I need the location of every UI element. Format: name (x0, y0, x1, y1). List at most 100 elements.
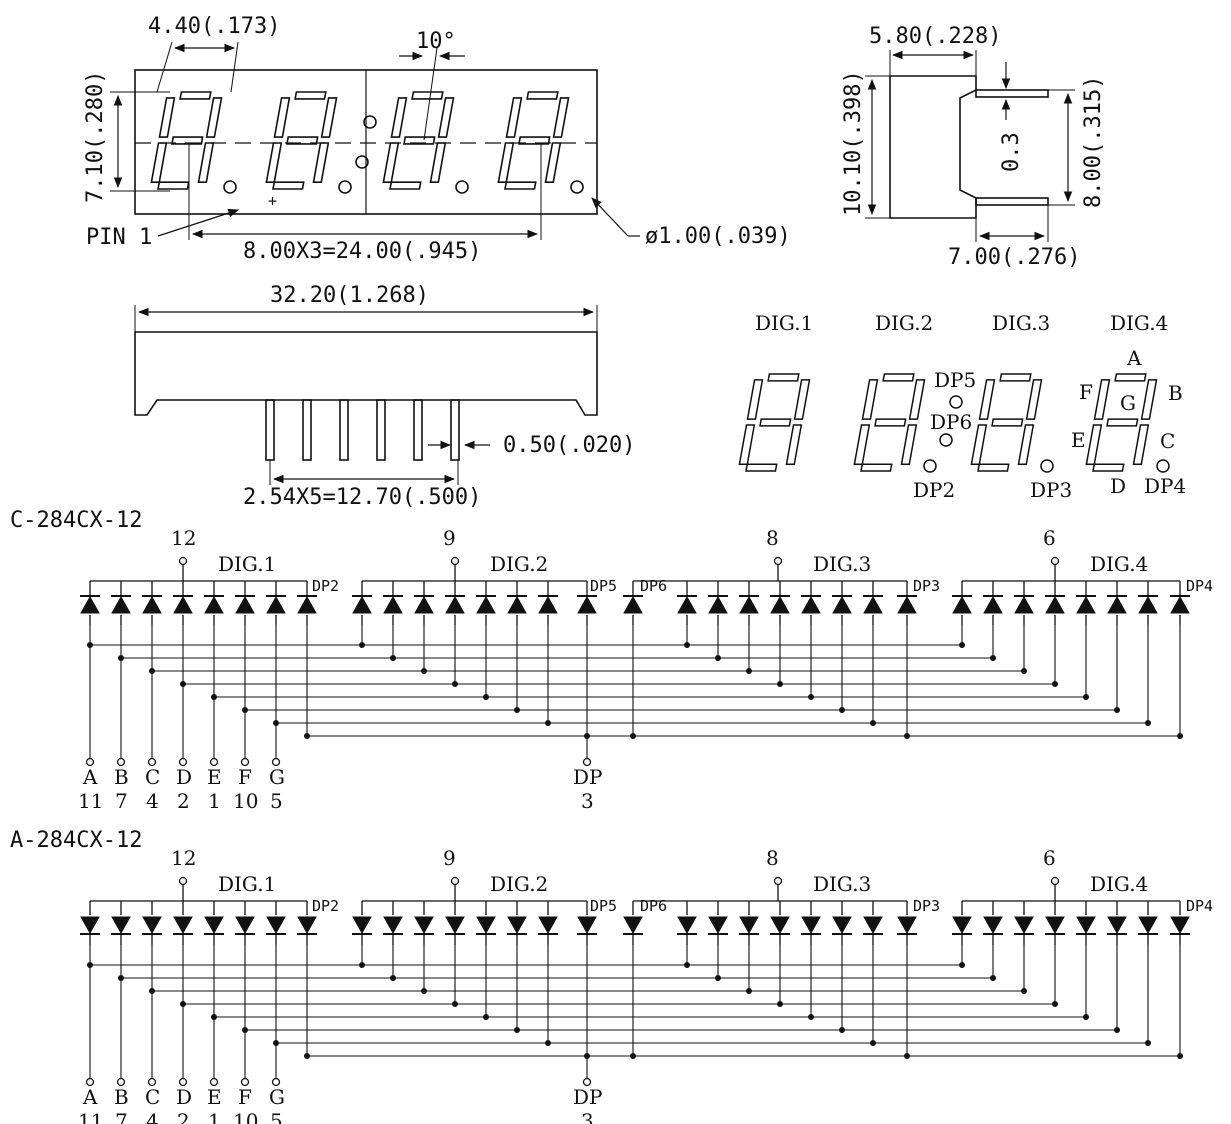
pin1-plus-mark: + (268, 192, 277, 210)
diode-symbol (173, 595, 193, 614)
dim-body-height: 8.00(.315) (1081, 76, 1106, 208)
diode-symbol (770, 595, 790, 614)
dim-height: 7.10(.280) (83, 71, 108, 203)
map-dot (1156, 459, 1170, 473)
diode-symbol (623, 595, 643, 614)
dot-label-dp5: DP5 (934, 368, 976, 392)
segment-pin-2: 2 (177, 789, 190, 813)
diode-dig1-seg-f (235, 581, 255, 625)
diode-dig4-seg-b (983, 581, 1003, 625)
segment-label-d: D (1110, 474, 1126, 498)
segment-b (205, 97, 223, 138)
diode-dig2-seg-c (414, 581, 434, 625)
bottom-pin (376, 399, 386, 461)
front-digit-4 (497, 91, 570, 190)
dim-pin-offset: 0.3 (999, 132, 1024, 172)
segment-c (1132, 424, 1150, 465)
segment-pin-4: 4 (146, 1109, 159, 1124)
dim-pin-length: 7.00(.276) (948, 245, 1080, 270)
segment-d (1092, 463, 1125, 472)
diode-dig3-seg-g (863, 581, 883, 625)
segment-pin-terminal (178, 757, 188, 767)
segment-e (970, 424, 988, 465)
bottom-view-pins (265, 399, 460, 461)
diode-symbol (577, 595, 597, 614)
segment-b (552, 97, 570, 138)
diode-dig2-seg-a (352, 901, 372, 945)
diode-dig1-seg-d (173, 581, 193, 625)
diode-symbol (445, 916, 465, 935)
segment-pin-4: 4 (146, 789, 159, 813)
diode-dig3-seg-d (770, 581, 790, 625)
map-digit-1 (738, 373, 811, 472)
diode-dig1-seg-g (266, 901, 286, 945)
diode-symbol (1138, 916, 1158, 935)
segment-map-dig2: DIG.2 (875, 311, 933, 335)
segment-pin-terminal (240, 757, 250, 767)
front-decimal-dot (223, 180, 237, 194)
segment-c (429, 142, 447, 183)
diode-dig4-seg-b (983, 901, 1003, 945)
diode-symbol (507, 595, 527, 614)
segment-pin-10: 10 (233, 789, 258, 813)
common-pin-9: 9 (443, 526, 456, 550)
diode-symbol (111, 595, 131, 614)
diode-symbol (111, 916, 131, 935)
segment-name-e: E (207, 765, 222, 789)
segment-f (505, 97, 523, 138)
diode-dp5 (577, 901, 597, 945)
front-decimal-dot (455, 180, 469, 194)
diode-symbol (952, 916, 972, 935)
diode-dig3-seg-g (863, 901, 883, 945)
common-pin-terminal (178, 876, 188, 886)
bottom-pin (413, 399, 423, 461)
segment-pin-terminal (209, 1077, 219, 1087)
segment-a (526, 91, 559, 100)
dim-dot-diameter: ø1.00(.039) (645, 224, 791, 249)
schematic-dig-label-2: DIG.2 (490, 552, 548, 576)
segment-label-e: E (1071, 428, 1086, 452)
diode-dig2-seg-f (507, 901, 527, 945)
segment-name-e: E (207, 1085, 222, 1109)
common-pin-12: 12 (171, 846, 196, 870)
segment-b (320, 97, 338, 138)
segment-name-c: C (145, 765, 160, 789)
segment-g (1106, 418, 1139, 427)
diode-dig3-seg-b (708, 581, 728, 625)
diode-symbol (204, 595, 224, 614)
segment-b (793, 379, 811, 420)
diode-symbol (266, 595, 286, 614)
diode-dp2 (297, 901, 317, 945)
segment-a (179, 91, 212, 100)
diode-dig2-seg-e (476, 581, 496, 625)
diode-symbol (708, 595, 728, 614)
diode-dig2-seg-d (445, 901, 465, 945)
segment-pin-1: 1 (208, 789, 221, 813)
diode-dig1-seg-d (173, 901, 193, 945)
diode-dp6 (623, 901, 643, 945)
schematic-dig-label-2: DIG.2 (490, 872, 548, 896)
segment-c (197, 142, 215, 183)
diode-symbol (235, 916, 255, 935)
diode-symbol (476, 595, 496, 614)
diode-symbol (266, 916, 286, 935)
dim-total-width: 32.20(1.268) (270, 283, 429, 308)
diode-symbol (801, 916, 821, 935)
segment-pin-10: 10 (233, 1109, 258, 1124)
segment-g (991, 418, 1024, 427)
dp-label-dp5: DP5 (590, 577, 617, 595)
segment-pin-terminal (147, 1077, 157, 1087)
map-dot (939, 433, 953, 447)
diode-dig2-seg-g (538, 581, 558, 625)
segment-name-a: A (82, 1085, 98, 1109)
diode-symbol (1107, 595, 1127, 614)
diode-symbol (538, 916, 558, 935)
segment-e (853, 424, 871, 465)
segment-e (738, 424, 756, 465)
segment-c (900, 424, 918, 465)
diode-symbol (383, 595, 403, 614)
schematic-dig-label-4: DIG.4 (1090, 552, 1148, 576)
segment-name-d: D (176, 1085, 192, 1109)
bottom-pin (265, 399, 275, 461)
segment-pin-terminal (271, 757, 281, 767)
